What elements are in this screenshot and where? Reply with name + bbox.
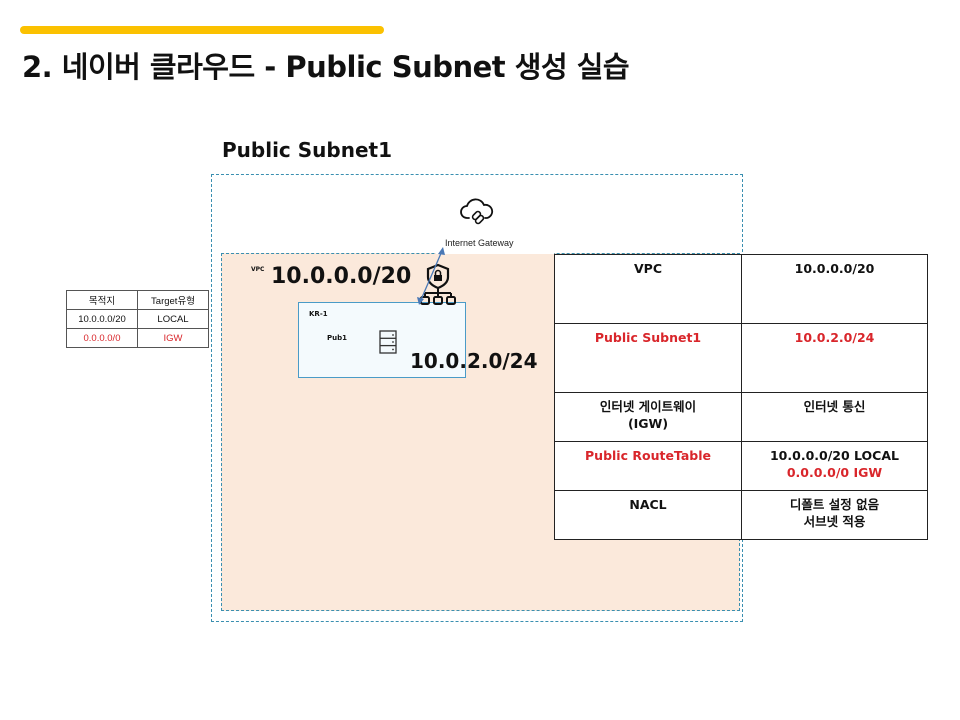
connection-arrow bbox=[417, 247, 445, 305]
vpc-cidr: 10.0.0.0/20 bbox=[271, 264, 412, 289]
info-value: 10.0.2.0/24 bbox=[741, 323, 928, 393]
cloud-link-icon bbox=[460, 198, 494, 225]
info-key: Public RouteTable bbox=[554, 441, 742, 491]
info-value-line1: 디폴트 설정 없음 bbox=[789, 497, 880, 512]
info-value: 인터넷 통신 bbox=[741, 392, 928, 442]
info-table: VPC 10.0.0.0/20 Public Subnet1 10.0.2.0/… bbox=[554, 254, 928, 540]
route-table-header: 목적지 Target유형 bbox=[66, 290, 209, 310]
info-key: VPC bbox=[554, 254, 742, 324]
accent-bar bbox=[20, 26, 384, 34]
info-value-line2: 0.0.0.0/0 IGW bbox=[786, 465, 883, 480]
subnet-name: Pub1 bbox=[327, 334, 347, 342]
route-destination: 0.0.0.0/0 bbox=[66, 328, 138, 348]
info-key: NACL bbox=[554, 490, 742, 540]
internet-gateway-label: Internet Gateway bbox=[445, 238, 514, 248]
vpc-label: VPC bbox=[251, 266, 265, 273]
route-target: LOCAL bbox=[137, 309, 209, 329]
info-key: Public Subnet1 bbox=[554, 323, 742, 393]
subnet-box bbox=[298, 302, 466, 378]
info-row-subnet: Public Subnet1 10.0.2.0/24 bbox=[554, 323, 928, 393]
info-row-igw: 인터넷 게이트웨이 (IGW) 인터넷 통신 bbox=[554, 392, 928, 442]
server-icon bbox=[379, 330, 397, 354]
info-value: 10.0.0.0/20 bbox=[741, 254, 928, 324]
diagram-title: Public Subnet1 bbox=[222, 138, 392, 162]
route-row: 0.0.0.0/0 IGW bbox=[66, 328, 209, 348]
info-value-line1: 10.0.0.0/20 LOCAL bbox=[769, 448, 899, 463]
subnet-cidr: 10.0.2.0/24 bbox=[410, 349, 538, 373]
info-row-vpc: VPC 10.0.0.0/20 bbox=[554, 254, 928, 324]
route-destination: 10.0.0.0/20 bbox=[66, 309, 138, 329]
header-destination: 목적지 bbox=[66, 290, 138, 310]
route-row: 10.0.0.0/20 LOCAL bbox=[66, 309, 209, 329]
info-key-line1: 인터넷 게이트웨이 bbox=[599, 399, 697, 414]
info-value-line2: 서브넷 적용 bbox=[803, 514, 866, 529]
info-key-line2: (IGW) bbox=[627, 416, 669, 431]
header-target-type: Target유형 bbox=[137, 290, 209, 310]
route-table: 목적지 Target유형 10.0.0.0/20 LOCAL 0.0.0.0/0… bbox=[66, 290, 209, 348]
info-key: 인터넷 게이트웨이 (IGW) bbox=[554, 392, 742, 442]
zone-label: KR-1 bbox=[309, 310, 328, 318]
igw-label-background bbox=[436, 232, 554, 254]
route-target: IGW bbox=[137, 328, 209, 348]
info-value: 10.0.0.0/20 LOCAL 0.0.0.0/0 IGW bbox=[741, 441, 928, 491]
info-row-routetable: Public RouteTable 10.0.0.0/20 LOCAL 0.0.0… bbox=[554, 441, 928, 491]
page-title: 2. 네이버 클라우드 - Public Subnet 생성 실습 bbox=[22, 50, 630, 84]
security-router-icon bbox=[420, 263, 456, 305]
